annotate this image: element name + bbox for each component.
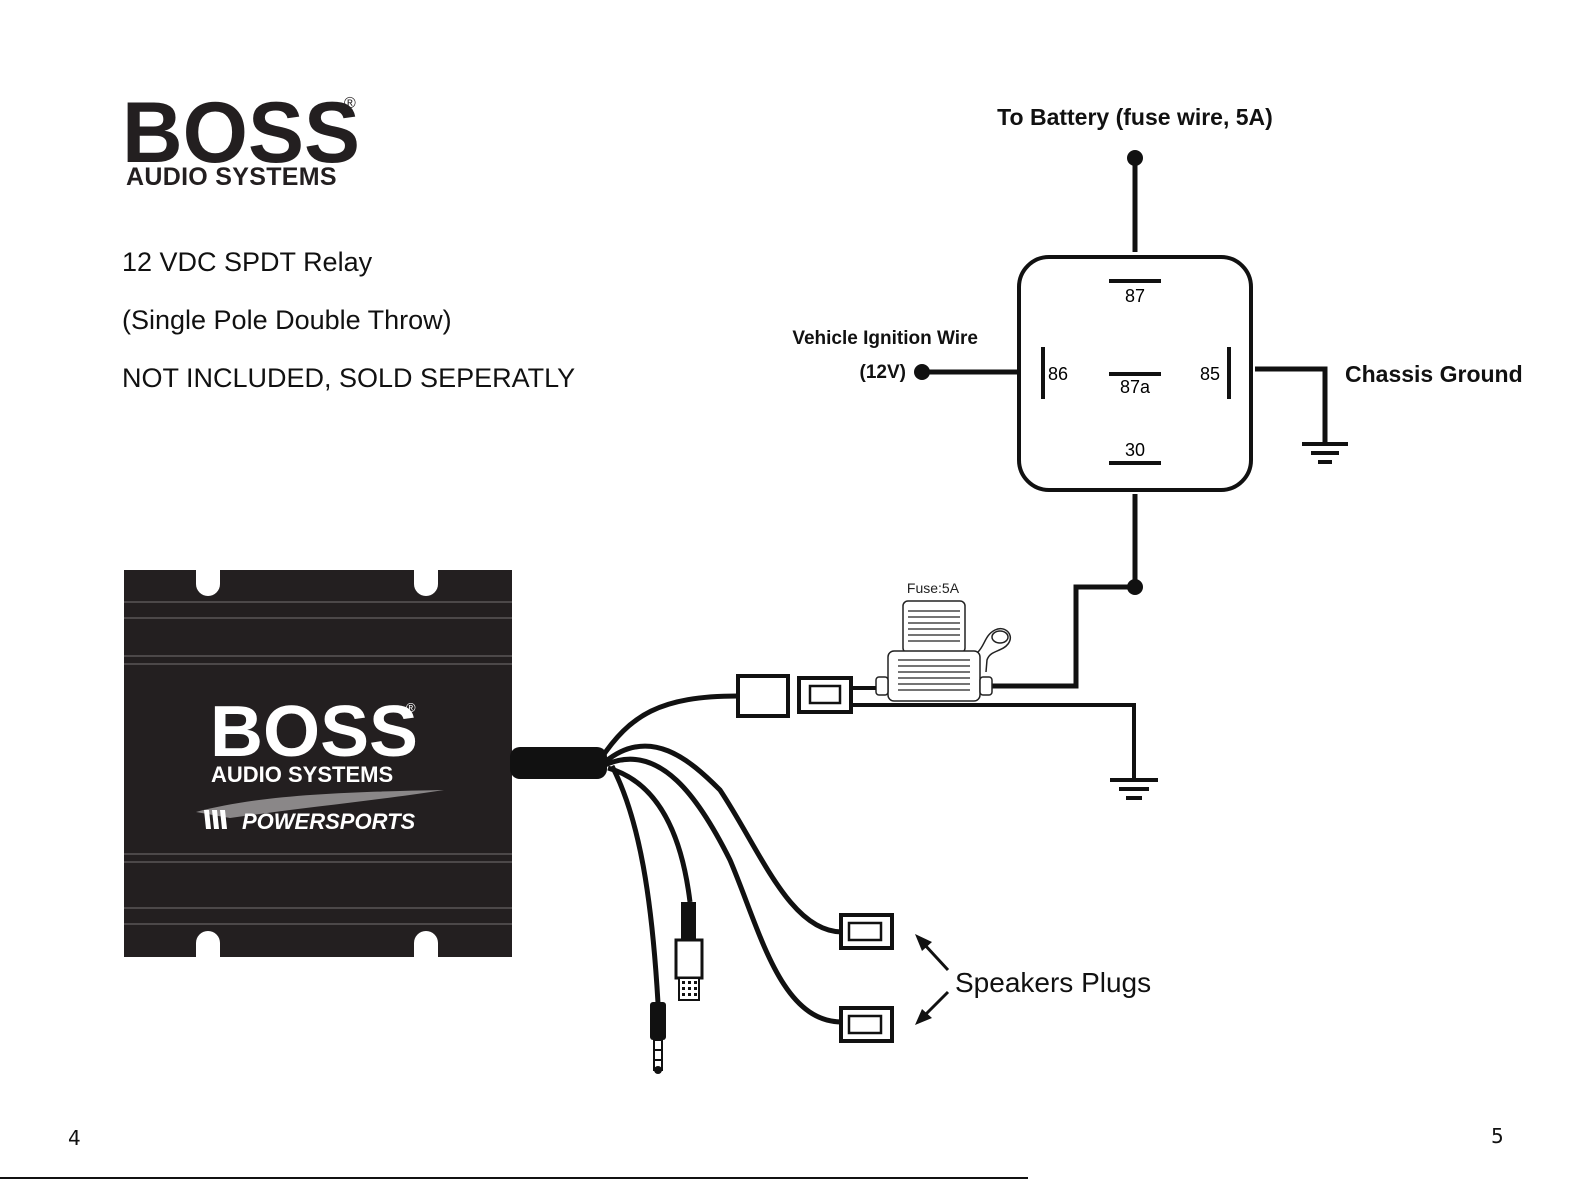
cable-harness xyxy=(600,696,842,1022)
amp-product-line: POWERSPORTS xyxy=(242,809,416,834)
cable-grommet xyxy=(510,747,607,779)
ignition-voltage-label: (12V) xyxy=(860,362,906,383)
ground-symbol-icon xyxy=(1110,780,1158,798)
ground-symbol-icon xyxy=(1302,444,1348,462)
ignition-label: Vehicle Ignition Wire xyxy=(792,328,978,349)
amplifier-unit: BOSS ® AUDIO SYSTEMS POWERSPORTS xyxy=(124,570,512,957)
speakers-label: Speakers Plugs xyxy=(955,967,1151,998)
amp-logo-brand: BOSS xyxy=(210,692,418,772)
speaker-plug-icon xyxy=(841,1008,892,1041)
pin-85-label: 85 xyxy=(1200,364,1220,384)
pin-87-label: 87 xyxy=(1125,286,1145,306)
aux-jack-icon xyxy=(650,1002,666,1074)
amp-ground-wire xyxy=(852,705,1134,780)
amp-logo-registered: ® xyxy=(406,700,416,715)
pin-86-label: 86 xyxy=(1048,364,1068,384)
arrow-icon xyxy=(915,934,948,970)
powersports-stripes xyxy=(204,810,227,829)
usb-plug-icon xyxy=(676,902,702,1000)
amp-logo-subtitle: AUDIO SYSTEMS xyxy=(211,762,393,787)
fuse-holder-icon xyxy=(876,601,1010,701)
power-connector-male-inner xyxy=(810,686,840,703)
page-number-right: 5 xyxy=(1491,1124,1504,1148)
pin-87a-label: 87a xyxy=(1120,377,1151,397)
pin-30-label: 30 xyxy=(1125,440,1145,460)
chassis-ground-label: Chassis Ground xyxy=(1345,361,1523,387)
battery-label: To Battery (fuse wire, 5A) xyxy=(997,104,1273,130)
fuse-label: Fuse:5A xyxy=(907,580,960,596)
chassis-ground-wire xyxy=(1255,369,1325,444)
arrow-icon xyxy=(915,992,948,1025)
power-connector-female xyxy=(738,676,788,716)
page-number-left: 4 xyxy=(68,1126,81,1150)
speaker-plug-icon xyxy=(841,915,892,948)
